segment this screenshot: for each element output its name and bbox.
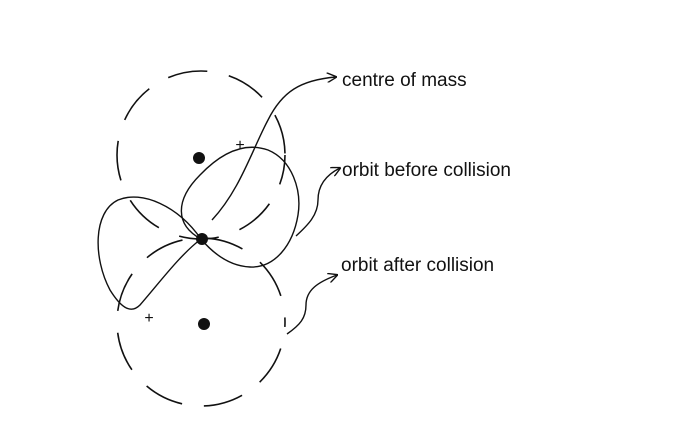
- centre-of-mass-pointer-arrow: [211, 77, 336, 221]
- upper-centre-of-mass-marker: +: [235, 137, 244, 154]
- orbit-before-collision-label: orbit before collision: [342, 160, 511, 181]
- lower-orbit-before-collision: [116, 237, 286, 407]
- lower-star-dot: [198, 318, 210, 330]
- upper-star-dot: [193, 152, 205, 164]
- centre-of-mass-label: centre of mass: [342, 70, 467, 91]
- orbit-after-collision-label: orbit after collision: [341, 255, 495, 276]
- orbit-after-pointer-arrow: [286, 275, 337, 335]
- collision-point-dot: [196, 233, 208, 245]
- orbit-before-pointer-arrow: [295, 168, 340, 237]
- lower-centre-of-mass-marker: +: [144, 310, 153, 327]
- upper-orbit-after-collision: [180, 146, 300, 268]
- lower-orbit-after-collision: [97, 196, 202, 310]
